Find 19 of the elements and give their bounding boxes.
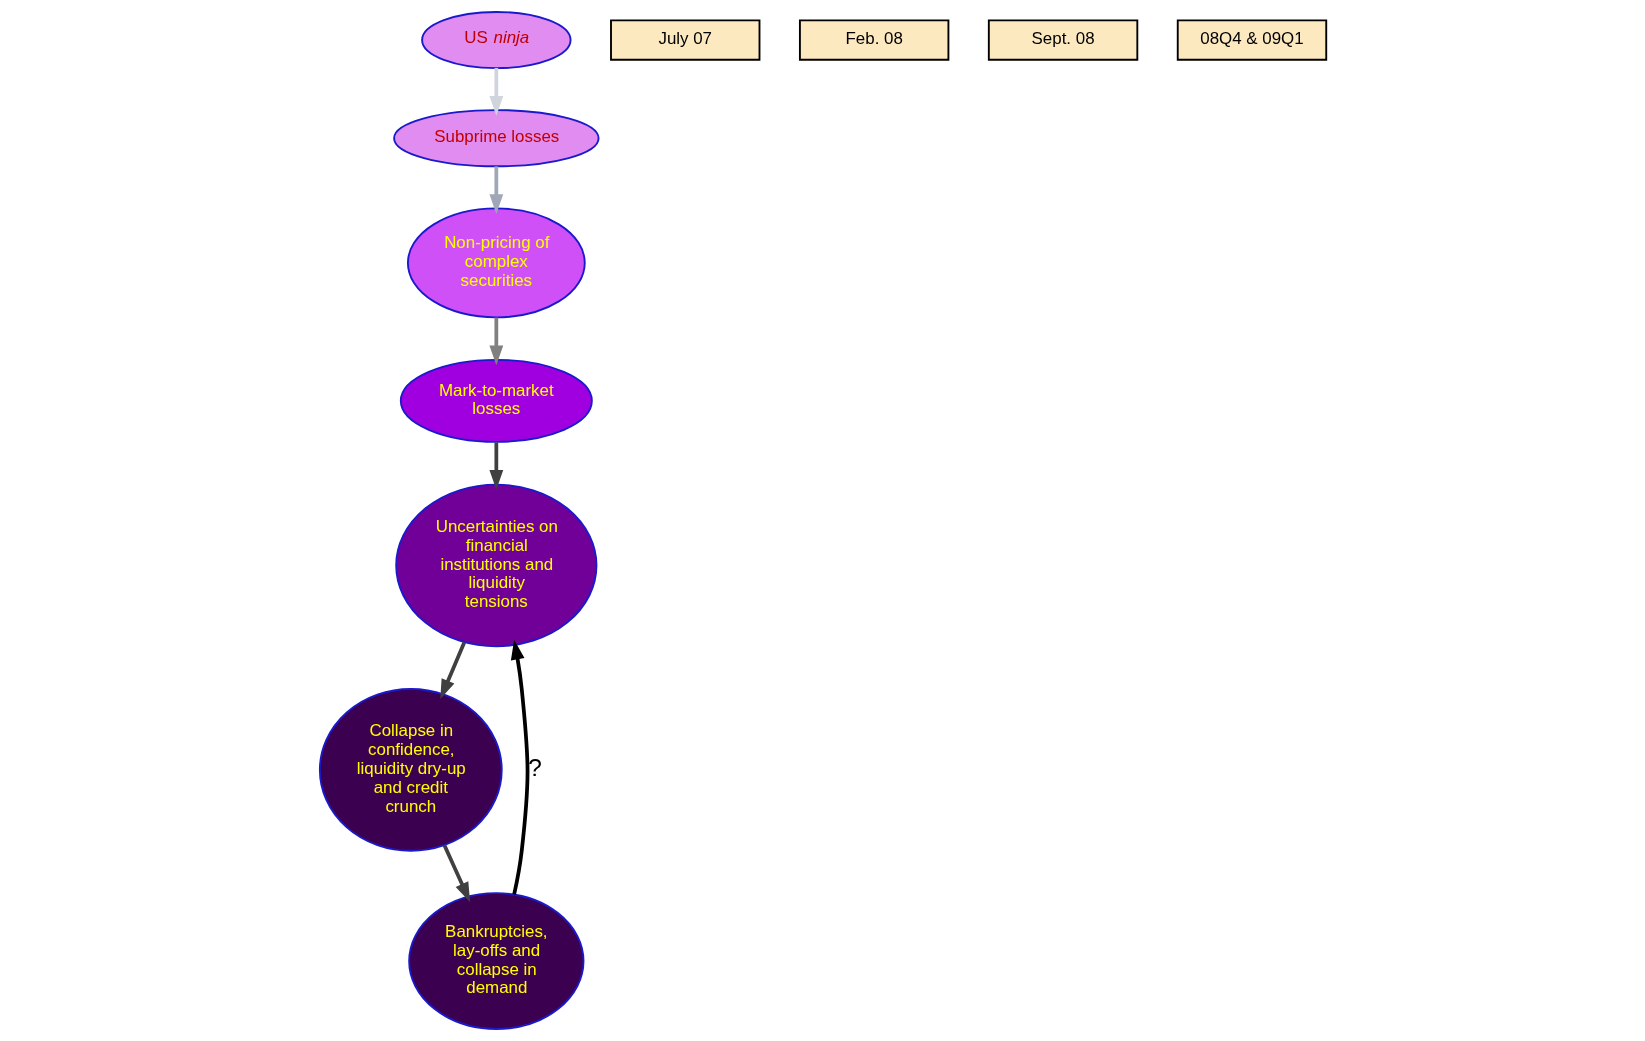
arrow bbox=[439, 641, 466, 700]
node-box: Feb. 08 bbox=[798, 19, 949, 61]
arrow bbox=[488, 317, 503, 366]
node-ellipse: Non-pricing of complex securities bbox=[406, 207, 586, 319]
arrow bbox=[488, 166, 503, 214]
node-ellipse: Collapse in confidence, liquidity dry-up and credit crunch bbox=[318, 688, 503, 852]
arrow bbox=[442, 844, 470, 903]
arrow bbox=[488, 68, 503, 116]
node-box: Sept. 08 bbox=[987, 19, 1138, 61]
node-box: July 07 bbox=[609, 19, 760, 61]
node-ellipse: US ninja bbox=[420, 11, 572, 70]
node-ellipse: Bankruptcies, lay-offs and collapse in demand bbox=[407, 892, 584, 1030]
arrow bbox=[510, 639, 529, 895]
node-ellipse: Subprime losses bbox=[392, 109, 600, 168]
arrow bbox=[488, 442, 503, 490]
node-ellipse: Uncertainties on financial institutions and liquidity tensions bbox=[394, 483, 597, 648]
node-box: 08Q4 & 09Q1 bbox=[1176, 19, 1327, 61]
edge-label: ? bbox=[527, 753, 542, 781]
node-ellipse: Mark-to-market losses bbox=[399, 358, 593, 443]
